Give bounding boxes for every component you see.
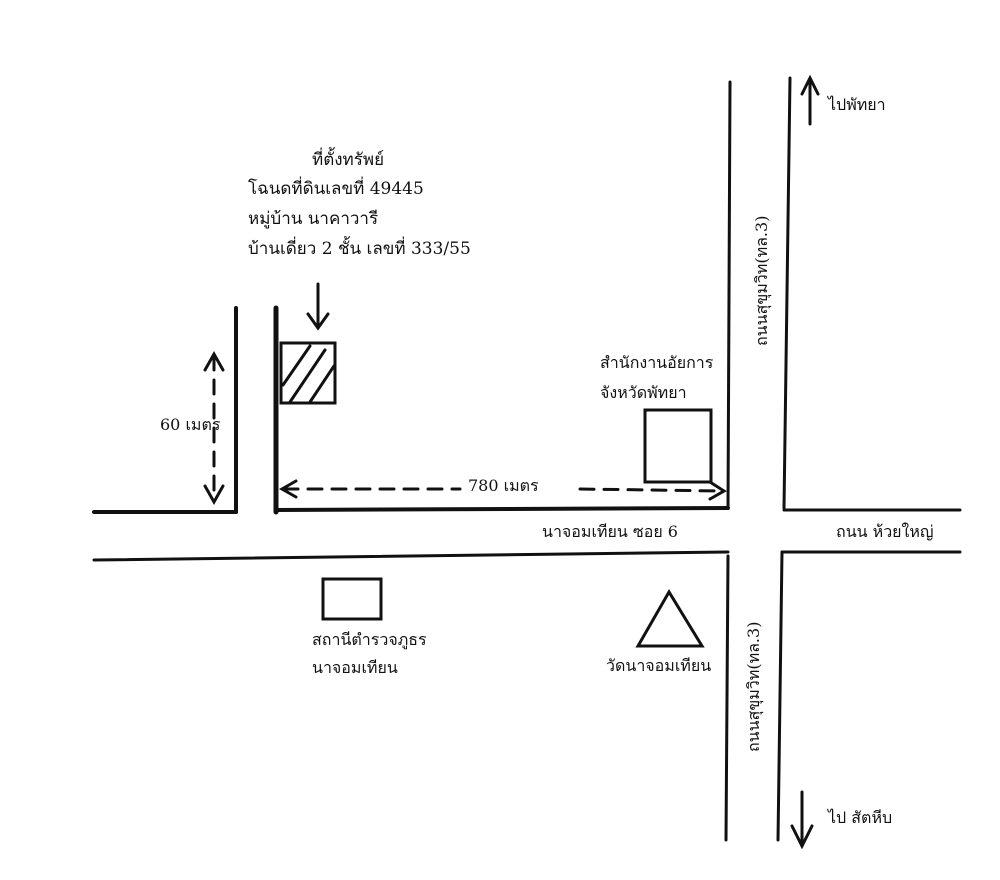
prosecutor-office-label-line1: สำนักงานอัยการ	[600, 353, 714, 372]
sukhumvit-south-label: ถนนสุขุมวิท(ทล.3)	[744, 621, 763, 752]
distance-780-arrowhead-left	[278, 479, 298, 499]
prosecutor-office-box	[643, 408, 713, 484]
soi-upper-edge-right	[274, 506, 730, 512]
to-sattahip-arrowhead	[790, 824, 814, 850]
sukhumvit-north-label: ถนนสุขุมวิท(ทล.3)	[752, 215, 771, 346]
police-station-label-line2: นาจอมเทียน	[312, 658, 398, 677]
sukhumvit-south-left-edge	[724, 554, 730, 842]
sukhumvit-south-right-edge	[776, 550, 784, 842]
police-station-label-line1: สถานีตำรวจภูธร	[312, 630, 427, 649]
soi-name-label: นาจอมเทียน ซอย 6	[542, 522, 678, 541]
to-sattahip-label: ไป สัตหีบ	[828, 808, 893, 827]
sukhumvit-north-left-edge	[726, 80, 732, 510]
property-deed: โฉนดที่ดินเลขที่ 49445	[248, 179, 424, 199]
prosecutor-office-label-line2: จังหวัดพัทยา	[600, 383, 687, 402]
distance-60-arrowhead-top	[203, 350, 225, 372]
property-house: บ้านเดี่ยว 2 ชั้น เลขที่ 333/55	[248, 239, 471, 259]
distance-780-label: 780 เมตร	[468, 476, 539, 495]
police-station-box	[321, 577, 383, 621]
sukhumvit-north-right-edge	[782, 76, 792, 510]
property-hatch	[288, 348, 327, 404]
property-title: ที่ตั้งทรัพย์	[312, 150, 385, 170]
temple-label: วัดนาจอมเทียน	[606, 656, 712, 675]
to-pattaya-arrowhead	[800, 74, 820, 96]
distance-60-arrowhead-bottom	[203, 484, 225, 506]
to-pattaya-label: ไปพัทยา	[828, 95, 886, 114]
property-box	[279, 341, 337, 405]
temple-triangle	[635, 589, 705, 648]
property-pointer-arrowhead	[306, 312, 330, 331]
soi-lower-edge	[92, 550, 730, 562]
property-hatch	[308, 364, 336, 404]
property-hatch	[281, 344, 312, 387]
distance-780-dashed-right	[578, 487, 724, 493]
huai-yai-road-label: ถนน ห้วยใหญ่	[836, 522, 934, 541]
distance-780-arrowhead-right	[708, 480, 727, 501]
property-village: หมู่บ้าน นาคาวารี	[248, 209, 379, 229]
distance-60-label: 60 เมตร	[160, 415, 221, 434]
